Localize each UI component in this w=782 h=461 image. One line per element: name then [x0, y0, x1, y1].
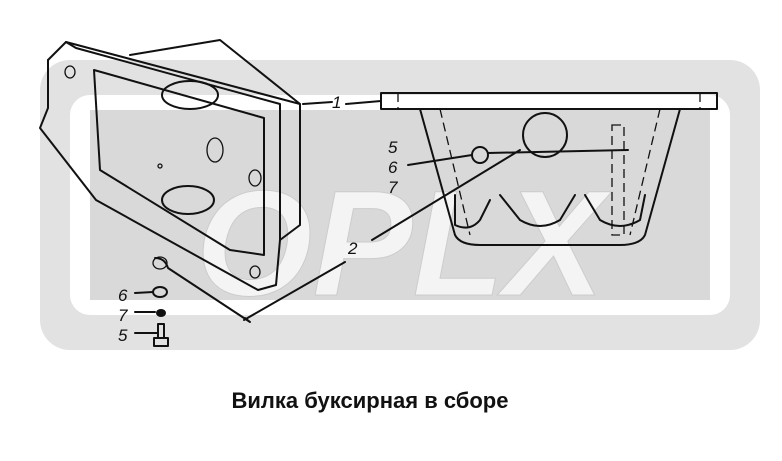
callout-5-right: 5	[388, 138, 398, 157]
fork-body-isometric	[39, 39, 301, 323]
callout-6-right: 6	[388, 158, 398, 177]
fasteners-exploded	[152, 286, 169, 347]
spring-washer-7	[156, 309, 166, 317]
callout-7-right: 7	[388, 178, 398, 197]
callout-6-left: 6	[118, 286, 128, 305]
watermark-logo: OPLX	[40, 60, 760, 350]
diagram-caption: Вилка буксирная в сборе	[231, 388, 509, 413]
fork-side-view	[380, 92, 718, 246]
callout-5-left: 5	[118, 326, 128, 345]
leader-lines	[134, 100, 521, 334]
callout-1: 1	[332, 93, 341, 112]
callout-7-left: 7	[118, 306, 128, 325]
callout-2: 2	[347, 239, 358, 258]
